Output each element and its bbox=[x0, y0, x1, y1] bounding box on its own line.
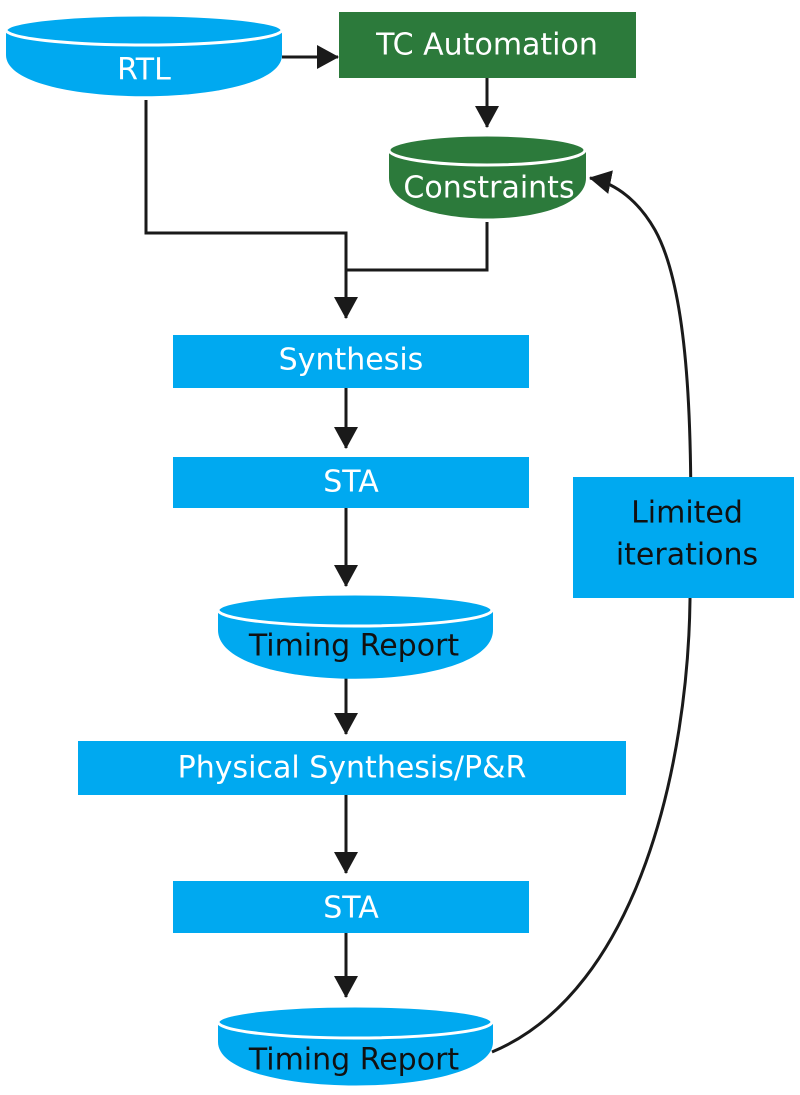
constraints-label: Constraints bbox=[403, 171, 574, 206]
node-limited-iterations: Limited iterations bbox=[573, 477, 794, 598]
sta-2-label: STA bbox=[323, 891, 379, 926]
synthesis-label: Synthesis bbox=[279, 343, 424, 378]
rtl-cylinder-top bbox=[4, 13, 284, 47]
rtl-label: RTL bbox=[117, 53, 171, 88]
physical-synthesis-box bbox=[78, 741, 626, 795]
node-timing-report-2: Timing Report bbox=[216, 1004, 494, 1086]
node-constraints: Constraints bbox=[387, 133, 587, 219]
node-timing-report-1: Timing Report bbox=[216, 592, 494, 679]
timing-report-2-label: Timing Report bbox=[248, 1043, 460, 1078]
edge-constraints-to-merge bbox=[334, 222, 489, 319]
timing-report-2-cylinder-top bbox=[216, 1004, 494, 1040]
node-sta-2: STA bbox=[173, 881, 529, 933]
limited-iterations-box bbox=[573, 477, 794, 598]
constraints-cylinder-top bbox=[387, 133, 587, 167]
node-sta-1: STA bbox=[173, 457, 529, 508]
synthesis-box bbox=[173, 335, 529, 388]
timing-report-1-cylinder-top bbox=[216, 592, 494, 628]
rtl-cylinder-body bbox=[6, 30, 282, 97]
sta-1-box bbox=[173, 457, 529, 508]
timing-report-1-label: Timing Report bbox=[248, 629, 460, 664]
limited-iterations-label-line1: Limited bbox=[631, 496, 743, 531]
constraints-cylinder-body bbox=[389, 150, 586, 219]
tc-automation-label: TC Automation bbox=[375, 28, 598, 63]
timing-report-1-cylinder-body bbox=[218, 610, 493, 679]
physical-synthesis-label: Physical Synthesis/P&R bbox=[178, 751, 527, 786]
node-synthesis: Synthesis bbox=[173, 335, 529, 388]
node-tc-automation: TC Automation bbox=[339, 12, 636, 78]
sta-1-label: STA bbox=[323, 465, 379, 500]
sta-2-box bbox=[173, 881, 529, 933]
timing-report-2-cylinder-body bbox=[218, 1022, 493, 1086]
tc-automation-box bbox=[339, 12, 636, 78]
limited-iterations-label-line2: iterations bbox=[616, 538, 758, 573]
edge-rtl-to-merge bbox=[144, 100, 348, 270]
node-rtl: RTL bbox=[4, 13, 284, 97]
node-physical-synthesis: Physical Synthesis/P&R bbox=[78, 741, 626, 795]
